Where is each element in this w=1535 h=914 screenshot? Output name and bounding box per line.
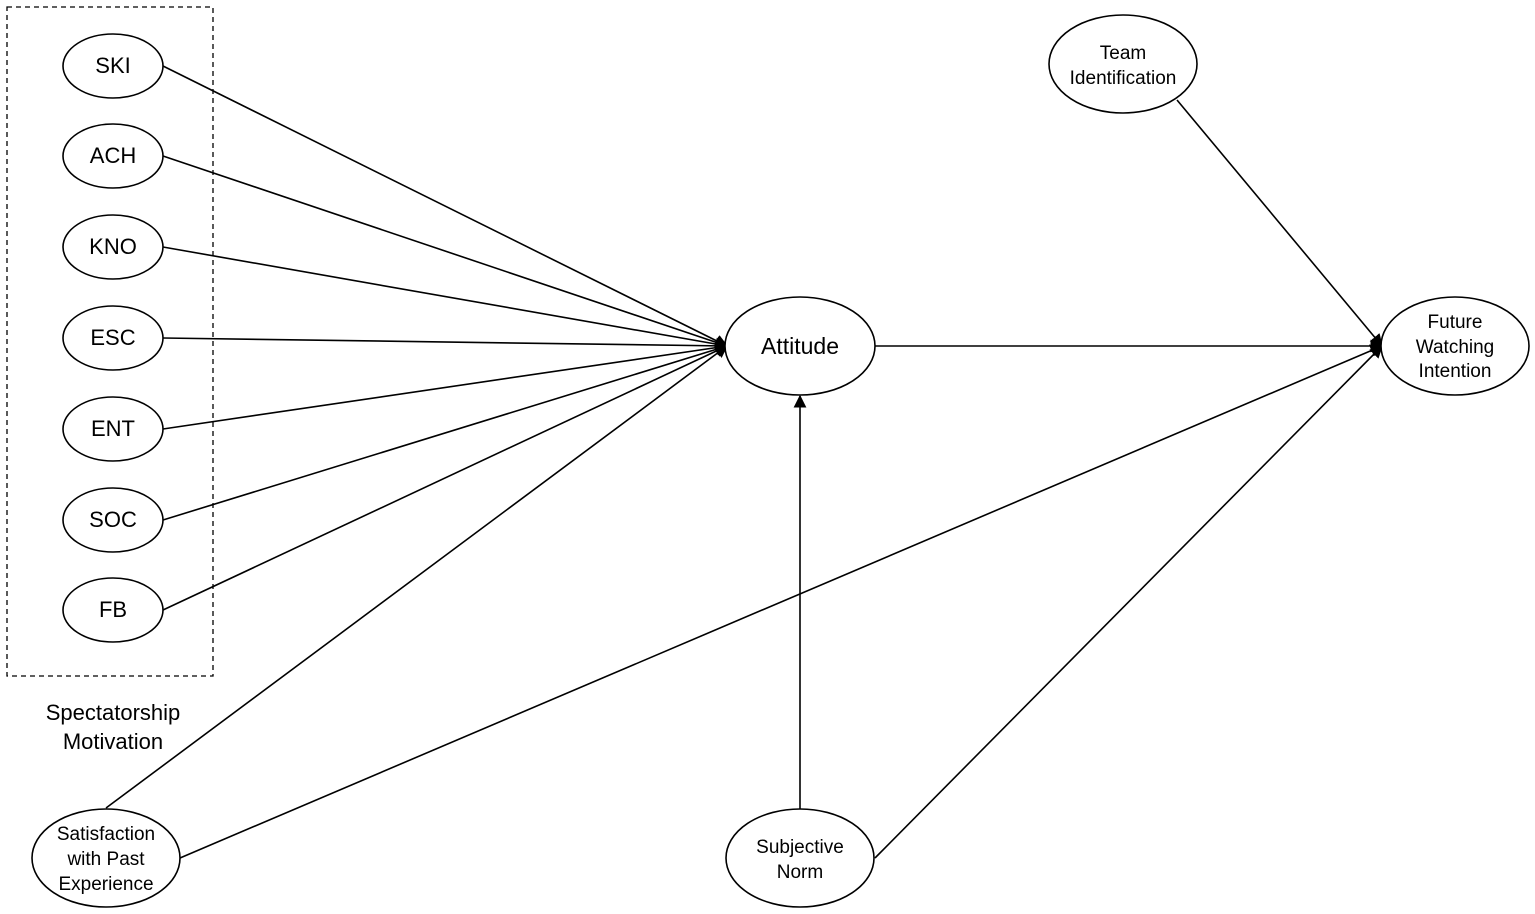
edge-ski-to-attitude xyxy=(162,65,729,347)
node-team-identification-line2: Identification xyxy=(1070,68,1177,89)
node-attitude: Attitude xyxy=(724,296,876,396)
node-attitude-label: Attitude xyxy=(761,333,839,359)
edge-satisfaction-to-attitude xyxy=(105,345,729,809)
edge-team-identification-to-intention xyxy=(1176,99,1383,347)
node-intention-line1: Future xyxy=(1428,312,1483,333)
node-ent-label: ENT xyxy=(91,416,135,441)
node-satisfaction: Satisfaction with Past Experience xyxy=(31,808,181,908)
edge-satisfaction-to-intention xyxy=(179,344,1384,859)
node-esc-label: ESC xyxy=(90,325,135,350)
node-ach-label: ACH xyxy=(90,143,136,168)
edge-kno-to-attitude xyxy=(162,246,729,351)
edge-fb-to-attitude xyxy=(162,345,729,611)
node-team-identification: Team Identification xyxy=(1048,14,1198,114)
node-ach: ACH xyxy=(62,123,164,189)
node-satisfaction-line3: Experience xyxy=(58,874,153,895)
node-satisfaction-line2: with Past xyxy=(66,849,145,870)
node-ent: ENT xyxy=(62,396,164,462)
edge-subjective-norm-to-intention xyxy=(874,345,1383,859)
node-fb: FB xyxy=(62,577,164,643)
node-team-identification-line1: Team xyxy=(1100,43,1146,64)
node-satisfaction-line1: Satisfaction xyxy=(57,824,155,845)
node-intention-line2: Watching xyxy=(1416,337,1495,358)
node-kno-label: KNO xyxy=(89,234,137,259)
spectatorship-motivation-group-box xyxy=(6,6,214,677)
group-label-line2: Motivation xyxy=(63,729,163,754)
edge-soc-to-attitude xyxy=(162,343,729,521)
group-label-line1: Spectatorship xyxy=(46,700,181,725)
node-ski: SKI xyxy=(62,33,164,99)
node-intention-line3: Intention xyxy=(1419,361,1492,382)
edge-ent-to-attitude xyxy=(162,341,729,430)
node-subjective-norm-line1: Subjective xyxy=(756,837,844,858)
node-fb-label: FB xyxy=(99,597,127,622)
node-soc-label: SOC xyxy=(89,507,137,532)
node-soc: SOC xyxy=(62,487,164,553)
node-subjective-norm-line2: Norm xyxy=(777,862,823,883)
node-future-watching-intention: Future Watching Intention xyxy=(1380,296,1530,396)
node-esc: ESC xyxy=(62,305,164,371)
edge-ach-to-attitude xyxy=(162,155,729,349)
node-subjective-norm: Subjective Norm xyxy=(725,808,875,908)
edge-esc-to-attitude xyxy=(162,337,729,353)
node-ski-label: SKI xyxy=(95,53,130,78)
node-kno: KNO xyxy=(62,214,164,280)
